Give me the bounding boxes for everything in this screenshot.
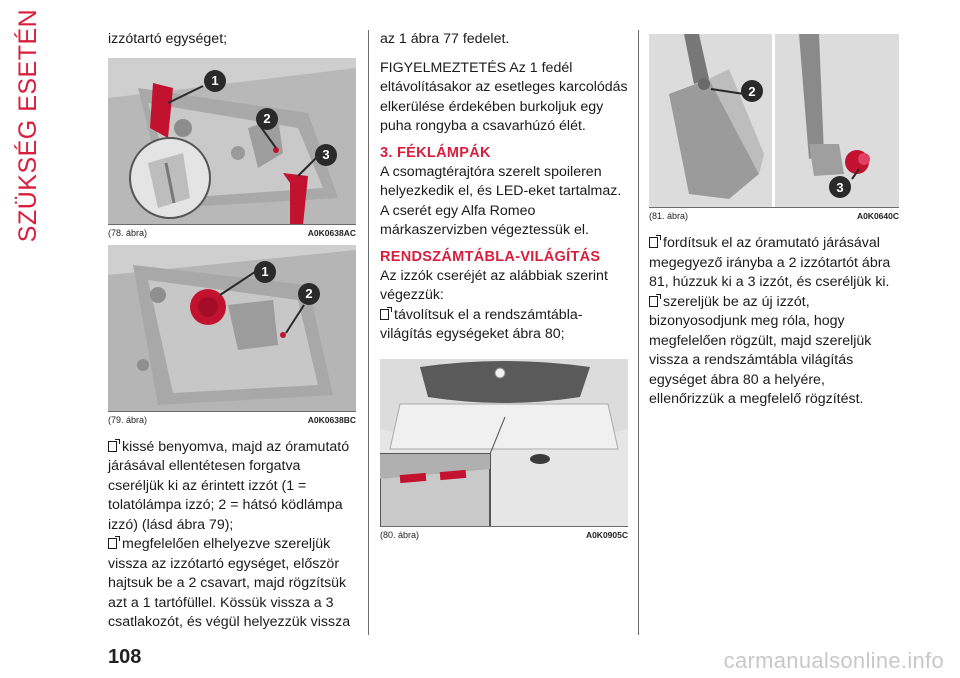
col2-bullet-1: távolítsuk el a rendszámtábla-világítás …: [380, 306, 628, 345]
callout-2: 2: [256, 107, 278, 130]
figure-81-caption: (81. ábra) A0K0640C: [649, 208, 899, 224]
col1-bullet-1-text: kissé benyomva, majd az óramutató járásá…: [108, 438, 350, 533]
figure-78: 1 2 3: [108, 57, 356, 225]
column-divider-2: [638, 30, 639, 635]
figure-80-caption: (80. ábra) A0K0905C: [380, 527, 628, 543]
column-divider-1: [368, 30, 369, 635]
figure-81: 2 3: [649, 34, 899, 208]
checkbox-bullet-icon: [380, 306, 392, 320]
checkbox-bullet-icon: [649, 293, 661, 307]
watermark: carmanualsonline.info: [723, 648, 944, 673]
figure-81-illustration: [649, 34, 899, 207]
figure-80-label: (80. ábra): [380, 529, 420, 540]
col3-bullet-1-text: fordítsuk el az óramutató járásával mege…: [649, 235, 891, 290]
checkbox-bullet-icon: [649, 235, 661, 248]
callout-3: 3: [315, 143, 337, 166]
section-title-text: SZÜKSÉG ESETÉN: [14, 8, 43, 242]
col2-intro: Az izzók cseréjét az alábbiak szerint vé…: [380, 267, 608, 304]
heading-license-plate-light: RENDSZÁMTÁBLA-VILÁGÍTÁS: [380, 248, 601, 265]
figure-79-code: A0K0638BC: [307, 414, 356, 425]
callout-3: 3: [829, 176, 851, 198]
checkbox-bullet-icon: [108, 438, 120, 452]
col1-intro: izzótartó egységet;: [108, 31, 228, 47]
figure-80-illustration: [380, 358, 628, 526]
column-2: az 1 ábra 77 fedelet. FIGYELMEZTETÉS Az …: [380, 30, 628, 543]
col3-bullet-2: szereljük be az új izzót, bizonyosodjunk…: [649, 293, 899, 410]
figure-79-caption: (79. ábra) A0K0638BC: [108, 412, 356, 428]
col3-bullet-1: fordítsuk el az óramutató járásával mege…: [649, 234, 899, 293]
col3-bullet-2-text: szereljük be az új izzót, bizonyosodjunk…: [649, 293, 872, 408]
callout-1: 1: [204, 69, 226, 92]
figure-78-code: A0K0638AC: [307, 227, 356, 238]
figure-78-label: (78. ábra): [108, 227, 148, 238]
col2-bullet-1-text: távolítsuk el a rendszámtábla-világítás …: [380, 306, 583, 343]
col1-bullet-1: kissé benyomva, majd az óramutató járásá…: [108, 438, 356, 536]
checkbox-bullet-icon: [108, 536, 120, 549]
figure-81-label: (81. ábra): [649, 211, 689, 221]
figure-81-code: A0K0640C: [856, 211, 899, 221]
figure-78-caption: (78. ábra) A0K0638AC: [108, 225, 356, 241]
col1-bullet-2: megfelelően elhelyezve szereljük vissza …: [108, 535, 356, 633]
callout-2: 2: [298, 282, 320, 305]
figure-79-label: (79. ábra): [108, 414, 148, 425]
figure-79-illustration: [108, 244, 356, 411]
page-number: 108: [108, 646, 142, 668]
column-1: izzótartó egységet; 1 2 3 (78. ábra) A0K…: [108, 30, 356, 633]
figure-80: [380, 358, 628, 527]
col1-bullet-2-text: megfelelően elhelyezve szereljük vissza …: [108, 536, 351, 630]
figure-79: 1 2: [108, 244, 356, 412]
section-title: SZÜKSÉG ESETÉN: [6, 8, 52, 241]
heading-brake-lights: 3. FÉKLÁMPÁK: [380, 144, 491, 161]
callout-2: 2: [741, 80, 763, 102]
col2-warning: FIGYELMEZTETÉS Az 1 fedél eltávolításako…: [380, 59, 628, 135]
column-3: 2 3 (81. ábra) A0K0640C fordítsuk el az …: [649, 30, 899, 410]
figure-78-illustration: [108, 57, 356, 224]
col2-continuation: az 1 ábra 77 fedelet.: [380, 31, 510, 47]
callout-1: 1: [254, 260, 276, 283]
figure-80-code: A0K0905C: [585, 529, 628, 540]
col2-brake-lights-text: A csomagtérajtóra szerelt spoileren hely…: [380, 163, 622, 239]
